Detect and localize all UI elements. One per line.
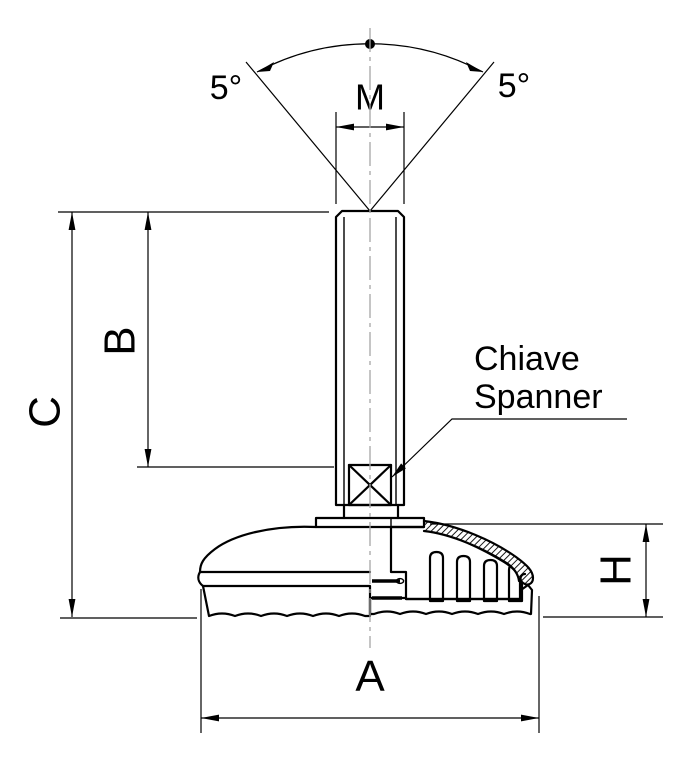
dim-b-arrow-top [144,212,152,230]
tilt-angle-right-label: 5° [498,67,531,105]
dim-a-arrow-right [521,714,539,722]
dim-base-height: H [430,523,663,617]
cap-shell-outer-edge [422,519,535,586]
rubber-rib-3 [482,558,499,603]
dim-b-label: B [96,326,145,355]
retaining-washer-tip [395,577,405,585]
dim-thread-length: B [96,212,334,468]
dim-h-arrow-bottom [642,599,650,617]
rubber-pad-section [368,583,534,616]
dome-rim-left [197,570,205,588]
dim-m-arrow-left [336,123,354,131]
callout-text-line1: Chiave [474,340,580,378]
dim-a-arrow-left [201,714,219,722]
callout-leader-arrow [392,463,406,477]
dim-a-label: A [355,652,385,701]
callout-text-line2: Spanner [474,378,603,416]
dim-m-arrow-right [386,123,404,131]
rubber-rib-1 [428,550,445,603]
dim-base-diameter: A [200,589,540,733]
rubber-rib-2 [455,554,472,603]
tilt-angle-left-label: 5° [210,69,243,107]
dim-h-label: H [592,554,641,586]
dim-total-height: C [21,211,329,617]
cap-shell-inner-edge [422,529,521,583]
washer-section [390,517,425,528]
stud-outline [334,209,406,507]
arc-arrow-left [257,62,274,72]
dome-outline-left [198,525,318,574]
callout-leader-line [391,418,627,478]
threaded-stud [334,209,406,520]
tilt-line-right [369,61,495,212]
rubber-pad-external [201,584,372,618]
dim-h-arrow-top [642,524,650,542]
dim-c-arrow-bottom [68,599,76,617]
callout-spanner: Chiave Spanner [391,340,627,478]
dim-c-label: C [21,396,70,428]
base-section-half [368,519,535,616]
dim-c-arrow-top [68,212,76,230]
arc-arrow-right [466,62,483,72]
base-external-half [197,525,372,618]
tilt-angle-indicator: 5° 5° [210,39,531,212]
tilt-line-left [245,61,371,212]
dim-b-arrow-bottom [144,449,152,467]
